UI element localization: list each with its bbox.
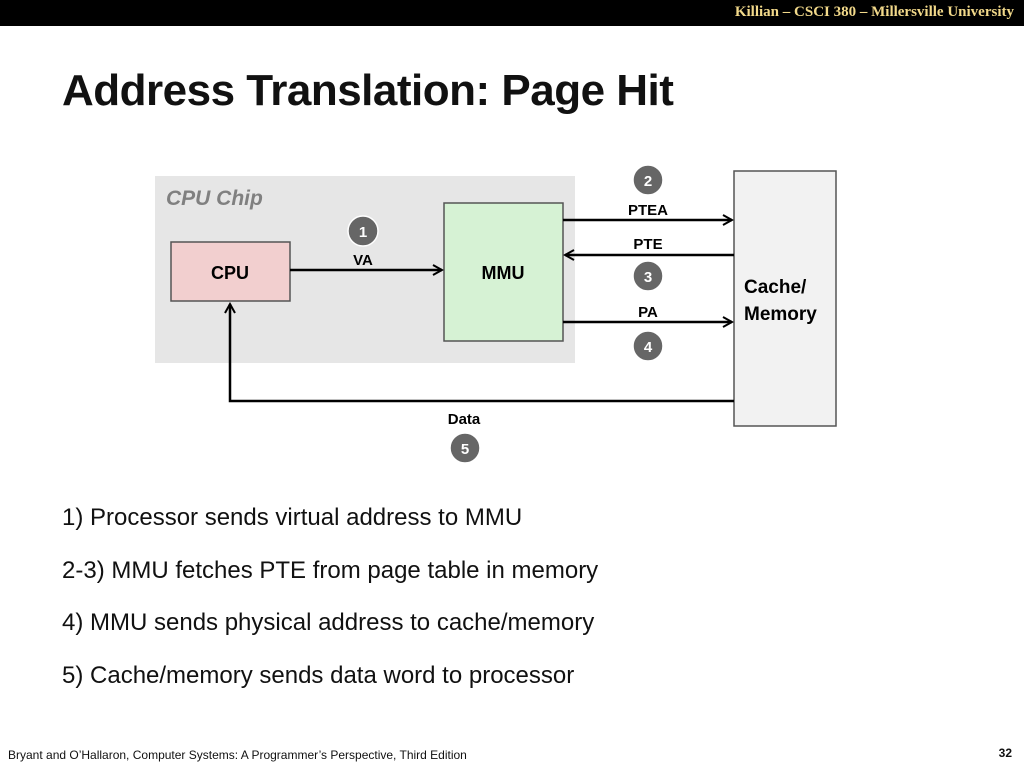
cache-memory-box — [733, 170, 837, 427]
step-list: 1) Processor sends virtual address to MM… — [62, 498, 962, 708]
svg-text:1: 1 — [359, 224, 367, 241]
cache-memory-label-line2: Memory — [744, 304, 817, 325]
ptea-label: PTEA — [628, 202, 668, 219]
pte-label: PTE — [633, 236, 662, 253]
cpu-label: CPU — [211, 263, 249, 283]
step-badge-2: 2 — [632, 164, 664, 196]
svg-text:5: 5 — [461, 441, 469, 458]
step-item: 2-3) MMU fetches PTE from page table in … — [62, 556, 599, 584]
pa-label: PA — [638, 304, 658, 321]
svg-text:2: 2 — [644, 173, 652, 190]
mmu-label: MMU — [482, 263, 525, 283]
svg-text:3: 3 — [644, 269, 652, 286]
cache-memory-label-line1: Cache/ — [744, 277, 807, 298]
header-bar: Killian – CSCI 380 – Millersville Univer… — [0, 0, 1024, 26]
slide-number: 32 — [998, 746, 1012, 760]
step-item: 5) Cache/memory sends data word to proce… — [62, 661, 575, 689]
svg-text:4: 4 — [644, 339, 653, 356]
step-badge-4: 4 — [632, 330, 664, 362]
data-label: Data — [448, 411, 481, 428]
step-badge-3: 3 — [632, 260, 664, 292]
data-arrow — [230, 304, 734, 403]
slide-title: Address Translation: Page Hit — [62, 66, 674, 115]
va-label: VA — [353, 252, 373, 269]
step-badge-1: 1 — [347, 215, 379, 247]
footer-credit: Bryant and O’Hallaron, Computer Systems:… — [8, 748, 467, 762]
cpu-box — [170, 241, 291, 302]
course-header: Killian – CSCI 380 – Millersville Univer… — [734, 4, 1014, 20]
mmu-box — [443, 202, 564, 342]
step-item: 1) Processor sends virtual address to MM… — [62, 504, 523, 531]
cpu-chip-label: CPU Chip — [166, 187, 263, 210]
step-badge-5: 5 — [449, 432, 481, 464]
step-item: 4) MMU sends physical address to cache/m… — [62, 609, 595, 636]
